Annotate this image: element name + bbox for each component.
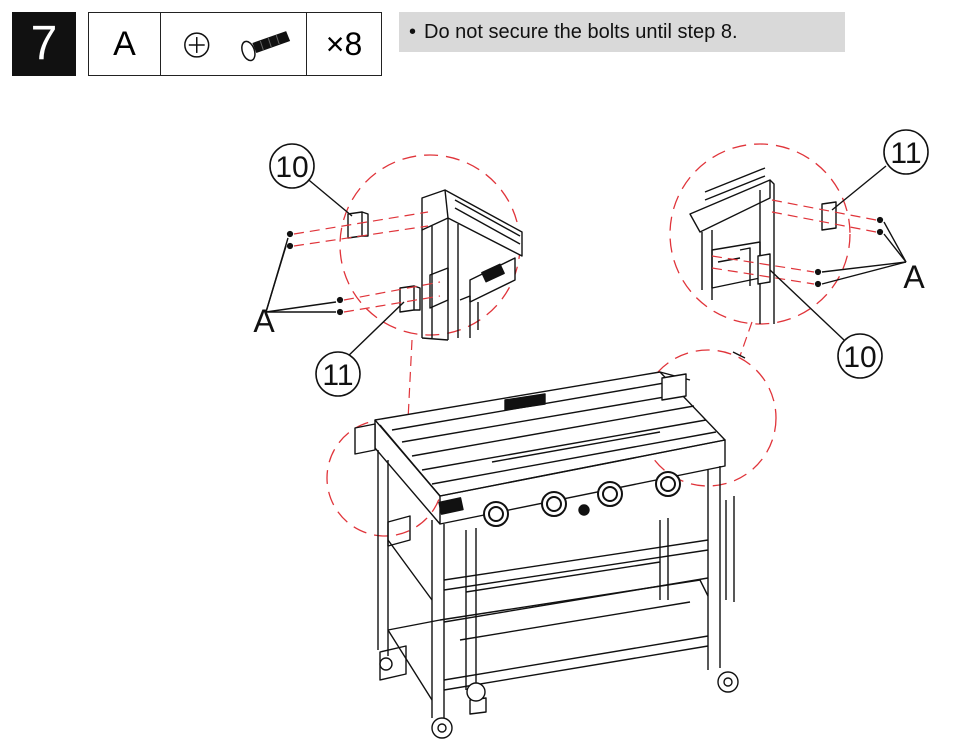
bolt-icons [161,13,307,75]
part-letter-left: A [253,303,275,339]
note-text: Do not secure the bolts until step 8. [424,21,738,43]
callout-circle-left-top [269,143,315,189]
part-quantity: ×8 [325,25,363,62]
callout-circle-left-bottom [315,351,361,397]
note-bullet: • [409,21,417,43]
bolt-head-and-shank-icon [184,31,291,62]
griddle-cart [326,349,777,739]
parts-table: A ×8 [88,12,382,76]
callout-right-bottom: 10 [843,341,876,374]
left-detail-inset [265,154,523,361]
step-number: 7 [12,12,76,76]
callout-right-top: 11 [890,137,921,170]
right-detail-inset [669,143,907,341]
part-letter-right: A [903,259,925,295]
part-letter: A [89,13,161,75]
callout-left-top: 10 [275,151,308,184]
callout-circle-right-top [883,129,929,175]
instruction-note: • Do not secure the bolts until step 8. [399,12,845,52]
callout-circle-right-bottom [837,333,883,379]
callout-left-bottom: 11 [322,359,353,392]
